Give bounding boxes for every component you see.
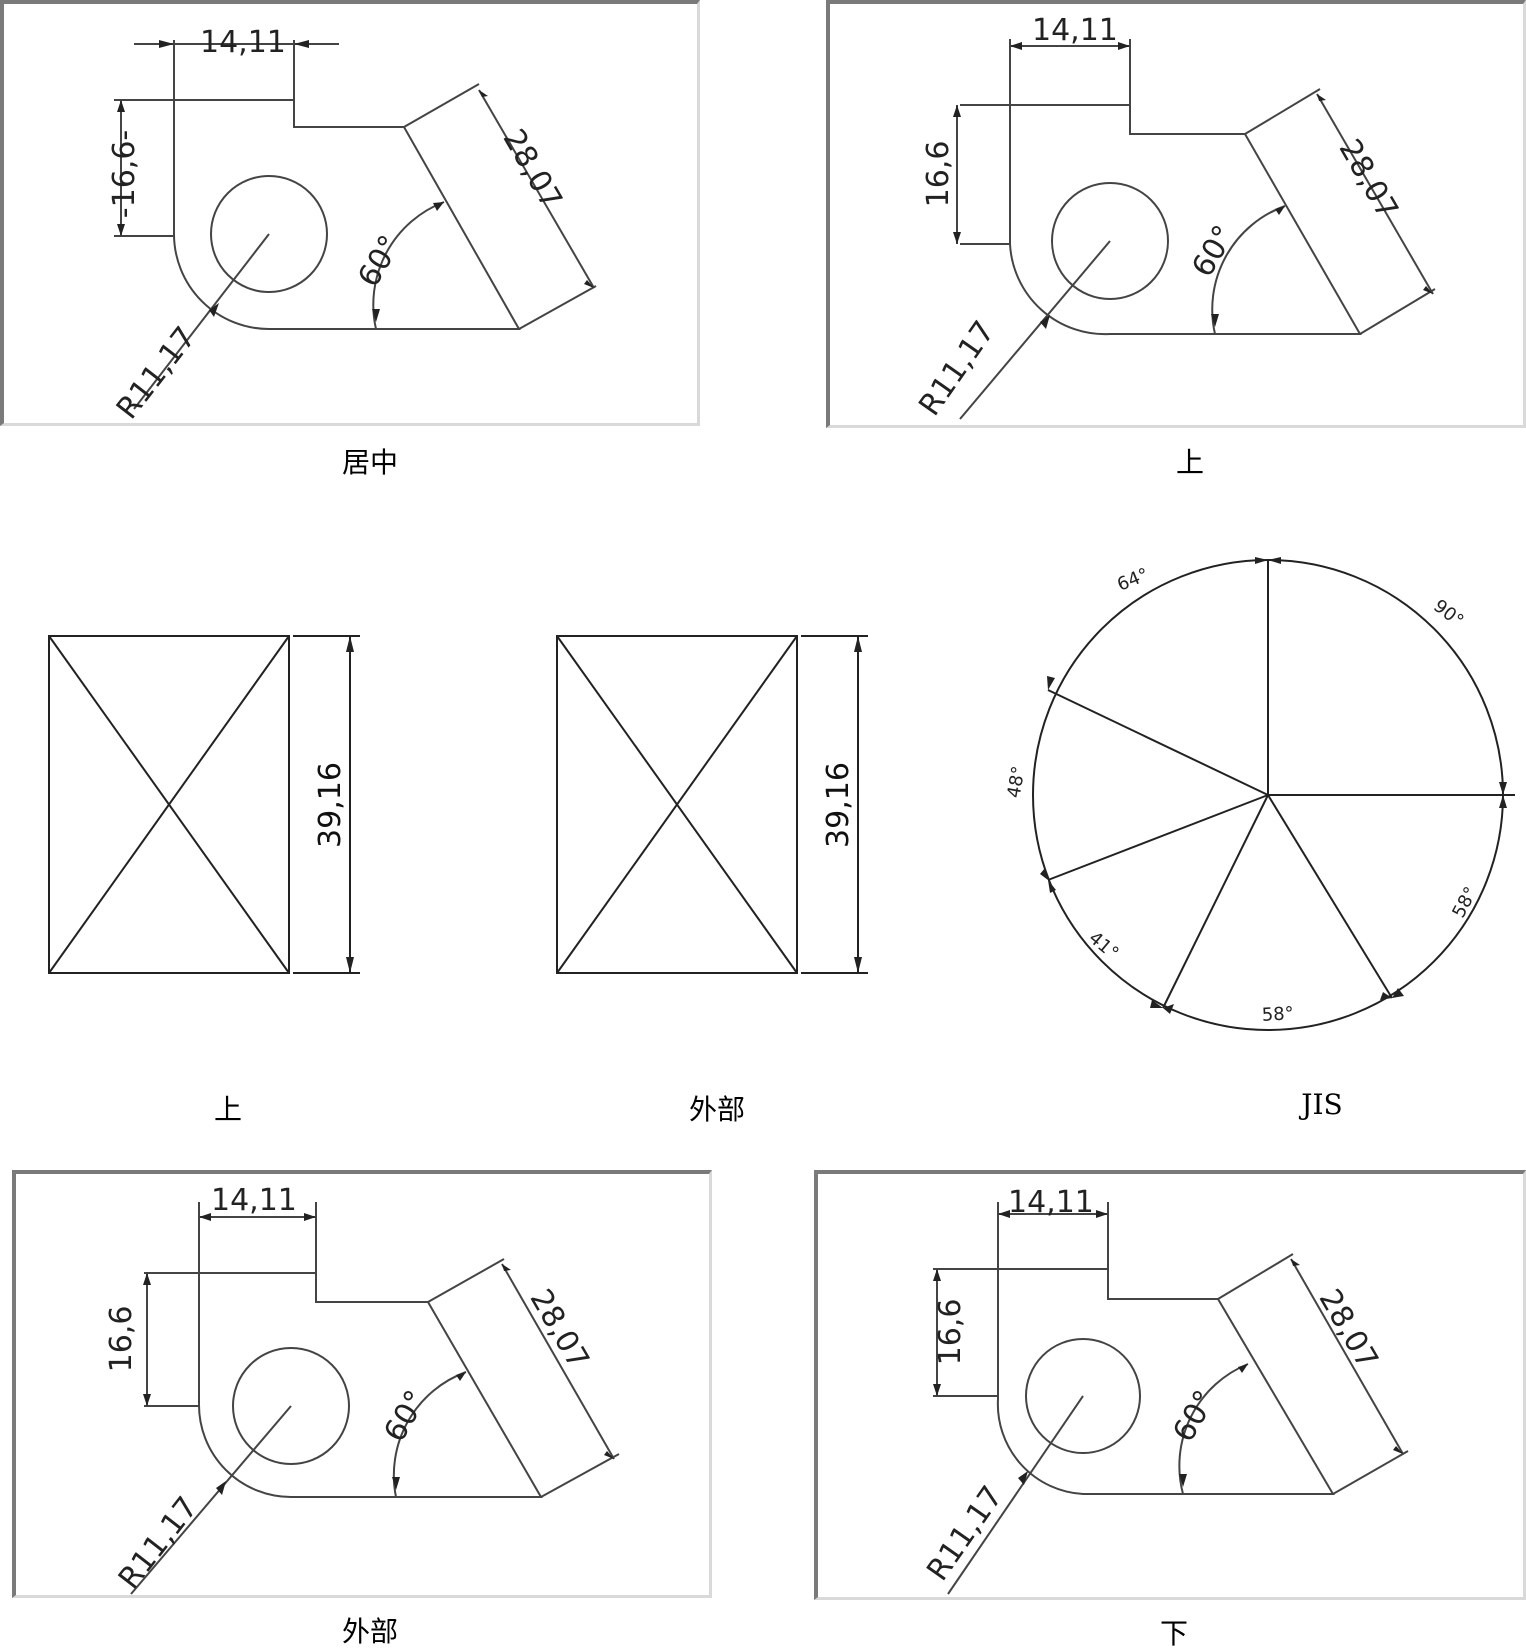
dim-angle: 60° (1166, 1384, 1223, 1448)
panel-bottom-right: 14,11 16,6 28,07 60° R11,17 (814, 1170, 1526, 1600)
panel-top-left: 14,11 -16,6- 28,07 60° R11,17 (0, 0, 700, 426)
angle-41: 41° (1085, 927, 1123, 964)
caption-bottom-left: 外部 (341, 1615, 398, 1648)
bracket-outline (173, 99, 521, 330)
dim-height: -16,6- (107, 130, 142, 218)
dim-rect-left-height: 39,16 (313, 762, 348, 848)
caption-bottom-right: 下 (1159, 1617, 1188, 1650)
caption-mid-left: 上 (213, 1093, 242, 1126)
bracket-hole (1025, 1338, 1141, 1454)
bracket-drawing: 14,11 16,6 28,07 60° R11,17 (912, 13, 1436, 423)
dim-height: 16,6 (104, 1306, 139, 1373)
dim-slant: 28,07 (523, 1283, 596, 1375)
dim-radius: R11,17 (912, 315, 1002, 423)
rect-center (556, 635, 798, 974)
angle-90: 90° (1429, 596, 1467, 632)
dim-height: 16,6 (933, 1299, 968, 1366)
dim-height: 16,6 (921, 141, 956, 208)
panel-bottom-left: 14,11 16,6 28,07 60° R11,17 (12, 1170, 712, 1598)
middle-row-drawing: 39,16 39,16 64° 90° 48° 58° 41° 58° (48, 557, 1515, 1031)
bracket-hole (210, 175, 328, 293)
caption-mid-right: JIS (1301, 1088, 1343, 1121)
angle-58-bottom: 58° (1261, 1003, 1294, 1026)
rect-left (48, 635, 290, 974)
dim-slant: 28,07 (1332, 133, 1405, 225)
dim-radius: R11,17 (110, 320, 203, 426)
bracket-hole (1051, 182, 1169, 300)
dim-angle: 60° (1185, 219, 1242, 283)
caption-top-left: 居中 (341, 446, 398, 479)
dim-rect-center-height: 39,16 (821, 762, 856, 848)
bracket-outline (1009, 104, 1362, 336)
dim-slant: 28,07 (1312, 1283, 1385, 1375)
bracket-outline (197, 1272, 543, 1498)
bracket-hole (232, 1347, 350, 1465)
dim-width: 14,11 (1032, 13, 1118, 48)
panel-top-right: 14,11 16,6 28,07 60° R11,17 (826, 0, 1526, 428)
dim-radius: R11,17 (112, 1490, 205, 1596)
caption-top-right: 上 (1175, 446, 1204, 479)
angle-48: 48° (1003, 765, 1029, 800)
dim-slant: 28,07 (496, 123, 569, 215)
bracket-drawing: 14,11 16,6 28,07 60° R11,17 (920, 1185, 1409, 1595)
bracket-outline (996, 1268, 1335, 1495)
bracket-drawing: 14,11 16,6 28,07 60° R11,17 (104, 1183, 620, 1596)
angle-64: 64° (1114, 564, 1151, 595)
dim-width: 14,11 (200, 25, 286, 60)
bracket-drawing: 14,11 -16,6- 28,07 60° R11,17 (107, 25, 597, 426)
dim-angle: 60° (377, 1384, 434, 1448)
dim-width: 14,11 (211, 1183, 297, 1218)
dim-angle: 60° (351, 229, 408, 293)
dim-radius: R11,17 (920, 1480, 1010, 1588)
angle-58-right: 58° (1448, 883, 1482, 921)
caption-mid-center: 外部 (688, 1093, 745, 1126)
dim-width: 14,11 (1008, 1185, 1094, 1220)
